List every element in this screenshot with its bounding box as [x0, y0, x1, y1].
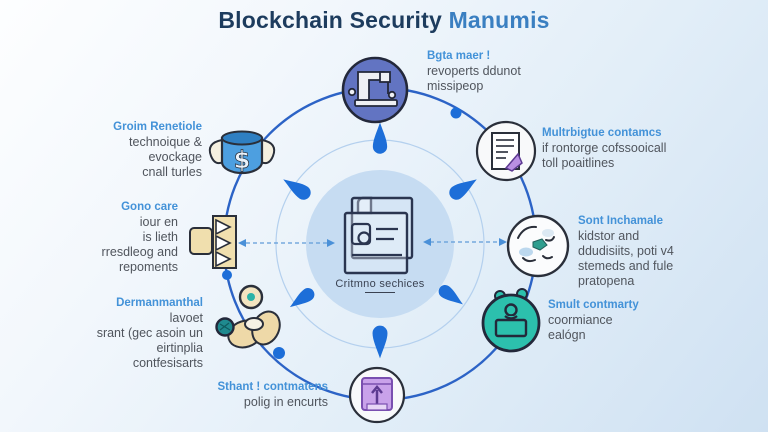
- center-circle: [306, 170, 454, 318]
- label-left-line: rresdleog and: [101, 245, 178, 259]
- svg-text:$: $: [234, 146, 251, 174]
- globe-icon: [506, 214, 570, 278]
- label-bottom-heading: Sthant ! contmatens: [217, 381, 328, 393]
- dashed-arrowheads: [238, 238, 507, 247]
- label-bottom-line: polig in encurts: [243, 395, 328, 409]
- page-title-accent: Manumis: [448, 7, 550, 33]
- label-upper-right: Multrbigtue contamcs if rontorge cofssoo…: [542, 126, 707, 171]
- label-lower-left-line: lavoet: [169, 311, 203, 325]
- label-top-line: missipeop: [427, 79, 484, 93]
- label-lower-left-line: srant (gec asoin un: [96, 326, 203, 340]
- label-upper-left-heading: Groim Renetiole: [113, 121, 202, 133]
- label-lower-right: Smult contmarty coormiance ealógn: [548, 298, 698, 343]
- label-right-line: kidstor and: [578, 229, 640, 243]
- center-label: Critmno sechices: [316, 278, 444, 293]
- center-label-underline: [365, 292, 395, 293]
- package-icon: [348, 366, 406, 424]
- label-upper-left: Groim Renetiole technoique & evockage cn…: [62, 120, 202, 180]
- label-top-heading: Bgta maer !: [427, 50, 491, 62]
- label-left-line: is lieth: [142, 230, 178, 244]
- label-lower-right-line: ealógn: [548, 328, 586, 342]
- label-upper-left-line: evockage: [148, 150, 202, 164]
- label-top-line: revoperts ddunot: [427, 64, 521, 78]
- label-upper-left-line: technoique &: [129, 135, 202, 149]
- stamp-icon: [189, 215, 237, 269]
- page-title-main: Blockchain Security: [218, 7, 449, 33]
- center-label-text: Critmno sechices: [335, 278, 425, 290]
- label-right-line: ddudisiits, poti v4: [578, 244, 674, 258]
- label-right-line: stemeds and fule: [578, 259, 674, 273]
- label-right-heading: Sont Inchamale: [578, 215, 663, 227]
- stacked-documents-icon: [343, 196, 414, 275]
- label-upper-right-heading: Multrbigtue contamcs: [542, 127, 662, 139]
- document-check-icon: [475, 120, 537, 182]
- label-lower-right-line: coormiance: [548, 313, 613, 327]
- label-upper-right-line: toll poaitlines: [542, 156, 615, 170]
- machine-icon: [341, 56, 409, 124]
- ring-dots: [222, 107, 462, 359]
- label-right: Sont Inchamale kidstor and ddudisiits, p…: [578, 214, 718, 289]
- label-right-line: pratopena: [578, 274, 635, 288]
- label-upper-left-line: cnall turles: [142, 165, 202, 179]
- label-top: Bgta maer ! revoperts ddunot missipeop: [427, 49, 587, 94]
- hands-gem-icon: [215, 284, 281, 349]
- trophy-cup-icon: $: [208, 130, 276, 174]
- label-left-line: repoments: [118, 260, 178, 274]
- label-upper-right-line: if rontorge cofssooicall: [542, 141, 667, 155]
- label-lower-right-heading: Smult contmarty: [548, 299, 639, 311]
- label-lower-left: Dermanmanthal lavoet srant (gec asoin un…: [43, 296, 203, 371]
- dashed-connectors: [246, 241, 502, 244]
- label-lower-left-heading: Dermanmanthal: [116, 297, 203, 309]
- label-left-line: iour en: [139, 215, 178, 229]
- label-lower-left-line: contfesisarts: [132, 356, 203, 370]
- page-title: Blockchain Security Manumis: [0, 7, 768, 34]
- label-left-heading: Gono care: [121, 201, 178, 213]
- label-bottom: Sthant ! contmatens polig in encurts: [168, 380, 328, 410]
- label-left: Gono care iour en is lieth rresdleog and…: [38, 200, 178, 275]
- timer-person-icon: [481, 288, 541, 353]
- label-lower-left-line: eirtinplia: [156, 341, 203, 355]
